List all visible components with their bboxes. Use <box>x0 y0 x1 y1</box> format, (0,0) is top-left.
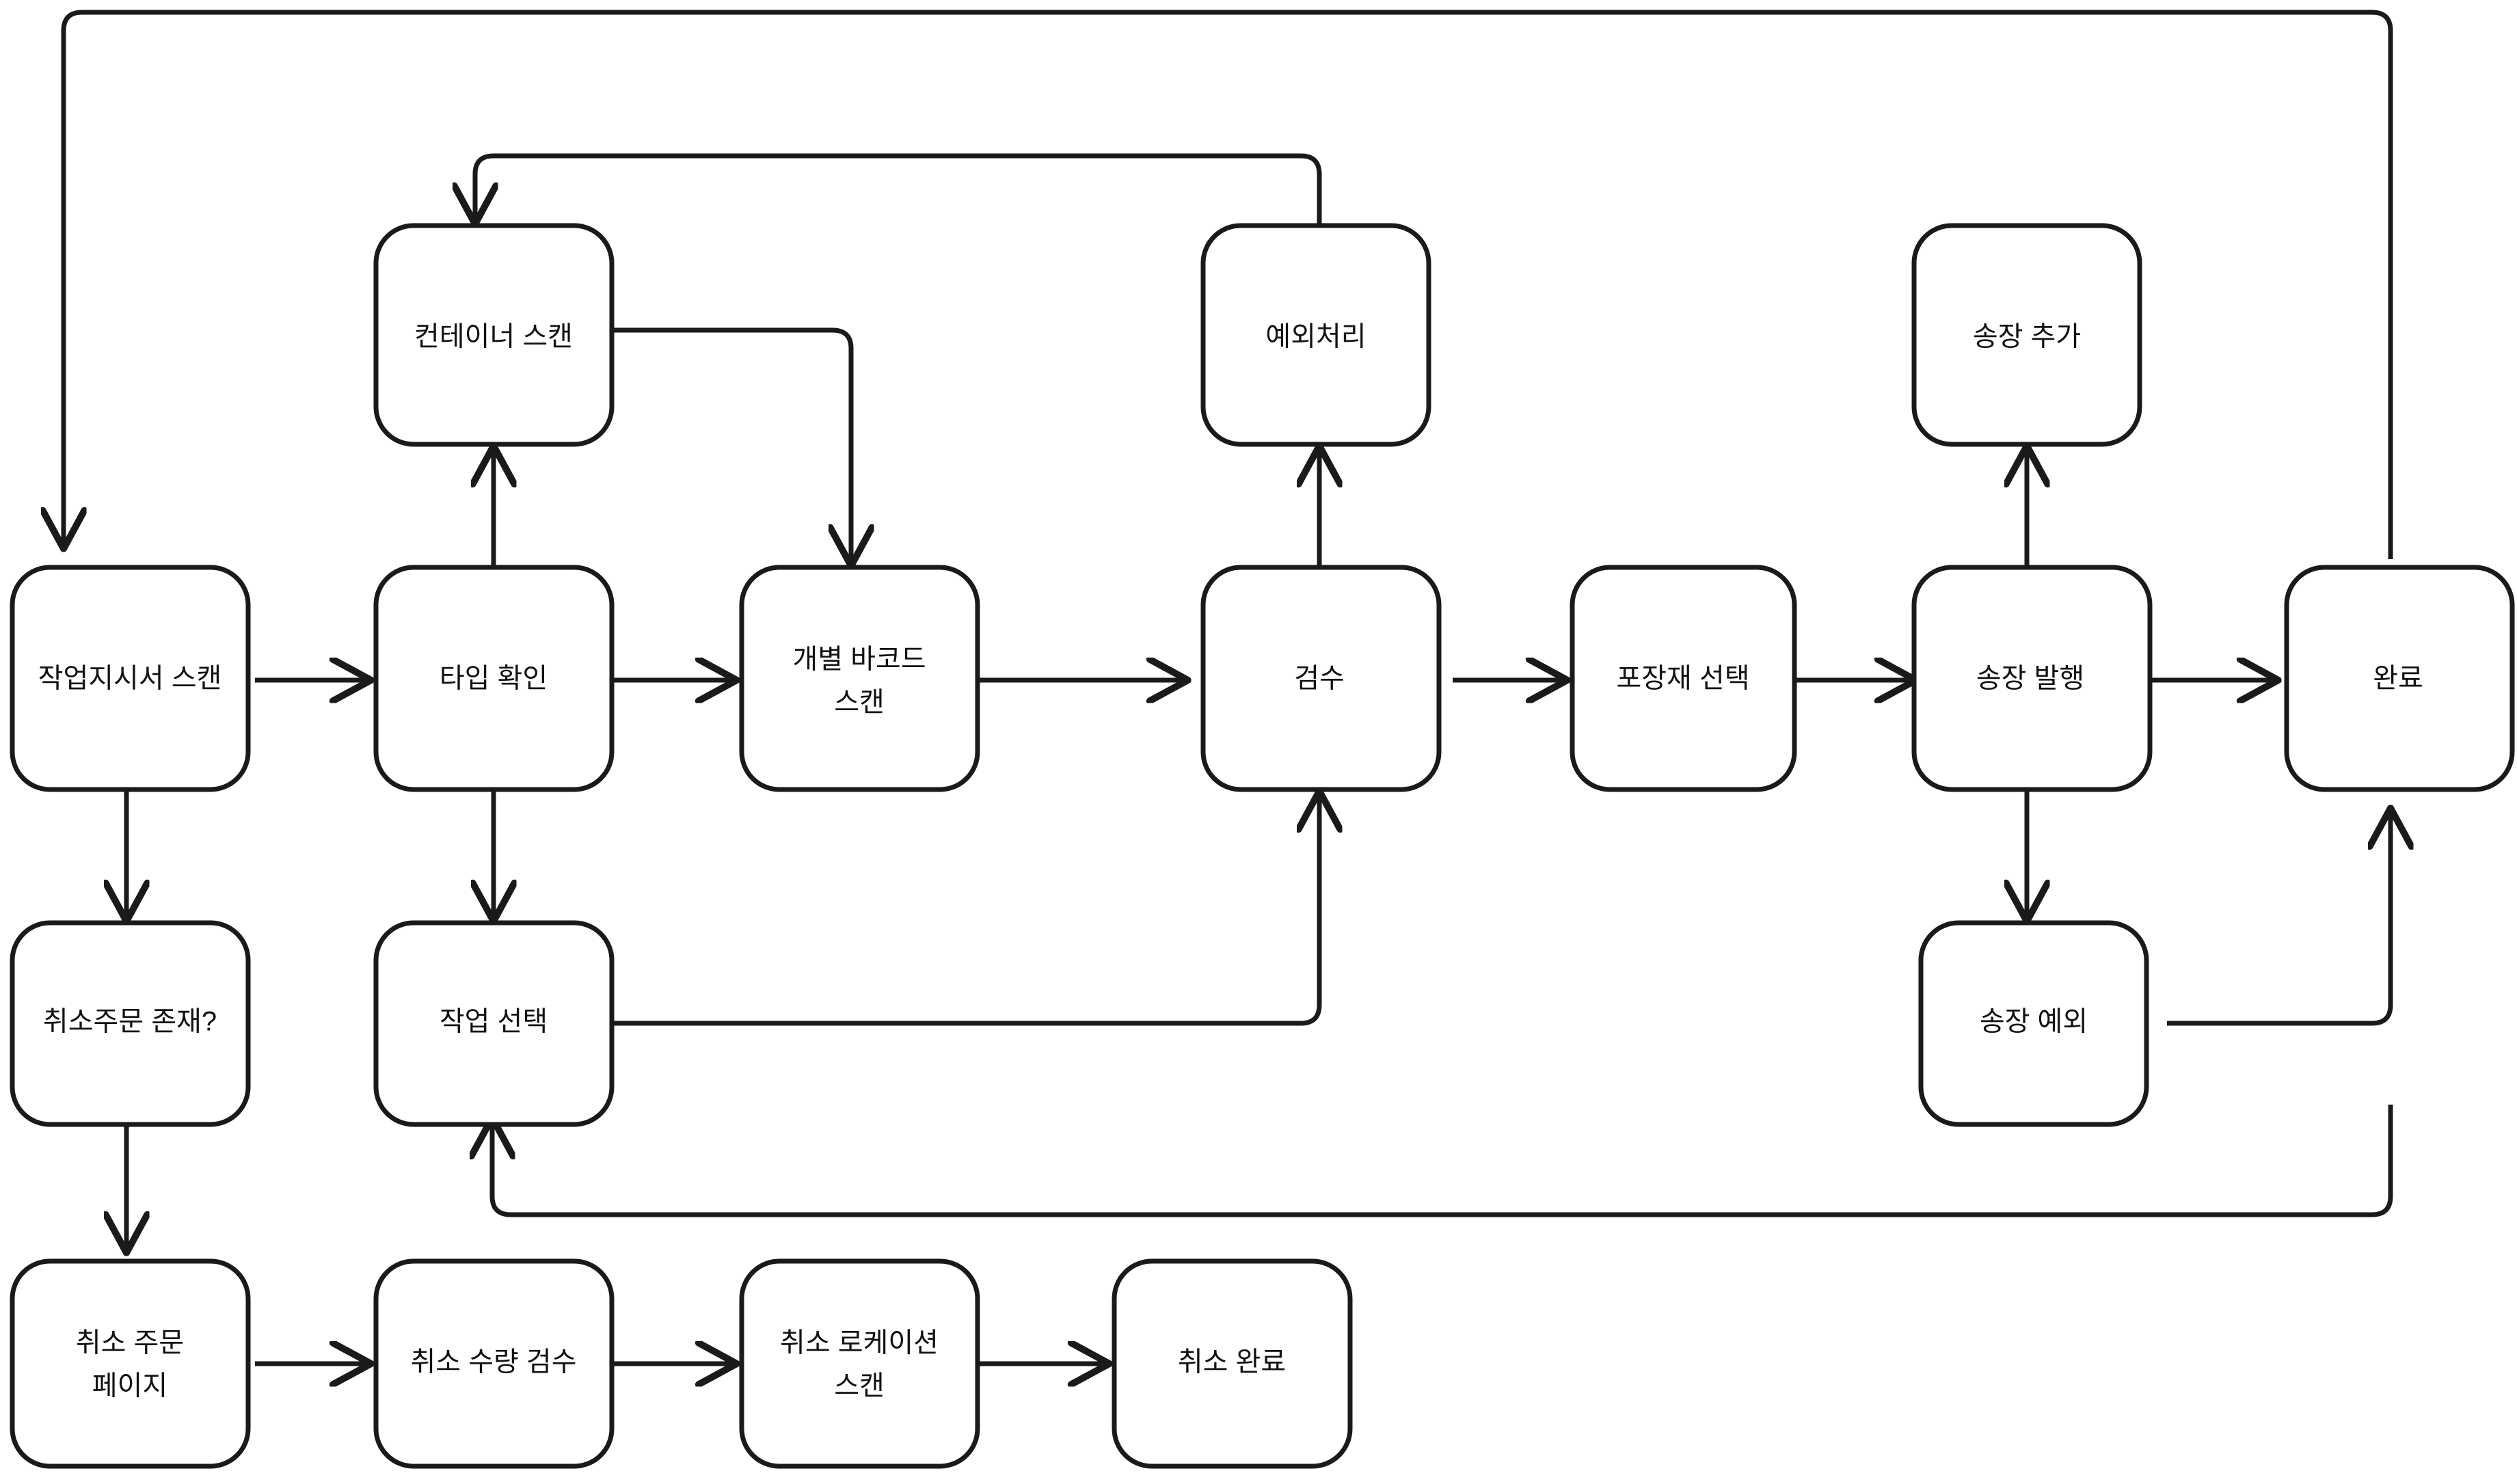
node-label-cancel-done: 취소 완료 <box>1178 1347 1286 1377</box>
node-task-select[interactable]: 작업 선택 <box>373 920 615 1127</box>
node-label-invoice-except: 송장 예외 <box>1980 1007 2088 1037</box>
node-label-type-check: 타입 확인 <box>440 664 548 694</box>
node-complete[interactable]: 완료 <box>2284 565 2515 792</box>
node-barcode-scan[interactable]: 개별 바코드 스캔 <box>739 565 980 792</box>
edge-task-select-to-inspection <box>605 793 1319 1026</box>
node-packaging-select[interactable]: 포장재 선택 <box>1570 565 1797 792</box>
node-label-packaging-select: 포장재 선택 <box>1616 664 1749 694</box>
node-label-invoice-issue: 송장 발행 <box>1976 664 2084 694</box>
node-cancel-loc-scan[interactable]: 취소 로케이션 스캔 <box>739 1258 980 1469</box>
edge-layer <box>64 10 2393 1364</box>
node-label-cancel-page-line2: 페이지 <box>92 1371 167 1401</box>
edge-complete-to-task-select <box>492 1105 2393 1217</box>
node-label-task-select: 작업 선택 <box>440 1007 548 1037</box>
node-cancel-page[interactable]: 취소 주문 페이지 <box>10 1258 251 1469</box>
node-label-barcode-scan-line2: 스캔 <box>834 688 885 718</box>
node-layer: 컨테이너 스캔 예외처리 송장 추가 작업지시서 스캔 타입 확인 개별 바코드… <box>10 223 2515 1469</box>
node-cancel-done[interactable]: 취소 완료 <box>1112 1258 1353 1469</box>
node-invoice-add[interactable]: 송장 추가 <box>1911 223 2142 447</box>
edge-container-scan-to-barcode-scan <box>605 327 851 564</box>
node-inspection[interactable]: 검수 <box>1200 565 1442 792</box>
node-label-invoice-add: 송장 추가 <box>1973 322 2081 352</box>
node-label-complete: 완료 <box>2373 664 2423 694</box>
edge-complete-to-workorder-scan <box>64 10 2393 559</box>
node-label-inspection: 검수 <box>1294 664 1345 694</box>
node-label-exception: 예외처리 <box>1265 322 1366 352</box>
node-invoice-issue[interactable]: 송장 발행 <box>1911 565 2153 792</box>
node-label-container-scan: 컨테이너 스캔 <box>414 322 573 352</box>
node-cancel-exists[interactable]: 취소주문 존재? <box>10 920 251 1127</box>
node-label-cancel-page-line1: 취소 주문 <box>76 1328 184 1358</box>
node-invoice-except[interactable]: 송장 예외 <box>1918 920 2149 1127</box>
edge-invoice-except-to-complete <box>2167 810 2391 1026</box>
node-label-cancel-qty: 취소 수량 검수 <box>410 1347 576 1377</box>
node-exception[interactable]: 예외처리 <box>1200 223 1431 447</box>
node-label-cancel-loc-scan-line2: 스캔 <box>834 1371 885 1401</box>
node-cancel-qty[interactable]: 취소 수량 검수 <box>373 1258 615 1469</box>
node-workorder-scan[interactable]: 작업지시서 스캔 <box>10 565 251 792</box>
node-label-workorder-scan: 작업지시서 스캔 <box>38 664 222 694</box>
node-label-cancel-exists: 취소주문 존재? <box>43 1007 217 1037</box>
node-label-cancel-loc-scan-line1: 취소 로케이션 <box>780 1328 939 1358</box>
edge-exception-to-container-scan <box>475 153 1322 231</box>
node-label-barcode-scan-line1: 개별 바코드 <box>792 645 926 675</box>
node-container-scan[interactable]: 컨테이너 스캔 <box>373 223 615 447</box>
node-type-check[interactable]: 타입 확인 <box>373 565 615 792</box>
